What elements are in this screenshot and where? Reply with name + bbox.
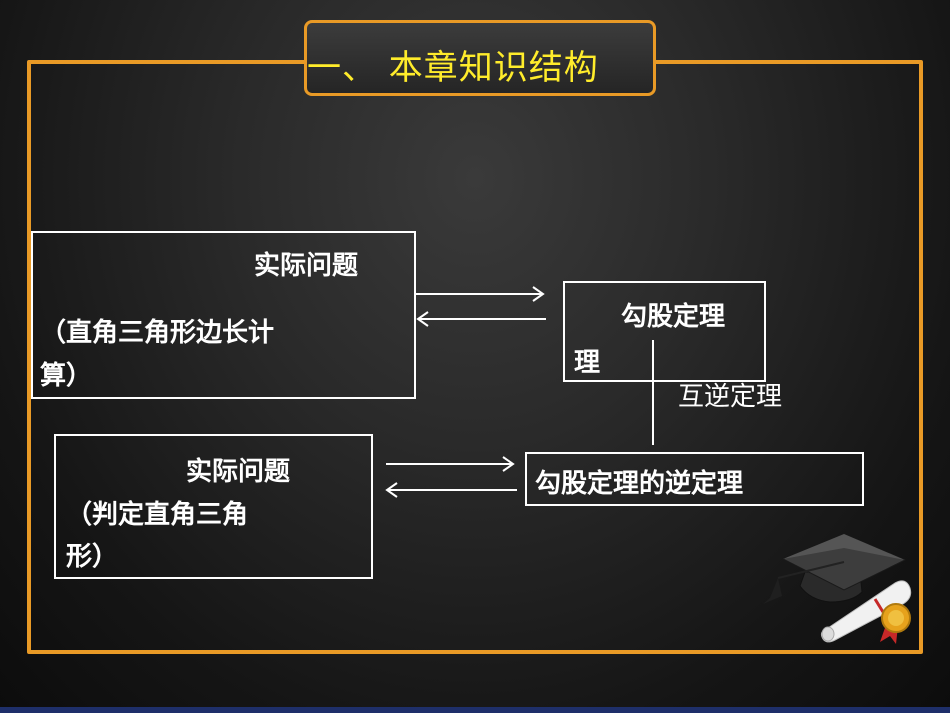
arrow-bottom-right-head [502,456,515,472]
practical-problem-calculation-desc-line2: 算） [40,361,93,391]
practical-problem-calculation-box [31,231,416,399]
arrow-top-right-head [532,286,545,302]
converse-theorem-label: 勾股定理的逆定理 [535,469,744,499]
mortarboard-cap [763,533,907,604]
converse-theorem-box [525,452,864,506]
practical-problem-determine-desc-line1: （判定直角三角 [66,500,249,530]
arrow-top-left-head [416,311,429,327]
practical-problem-determine-box [54,434,373,579]
arrow-bottom-left-head [385,482,398,498]
slide-title: 一、 本章知识结构 [307,48,599,88]
inverse-theorem-label: 互逆定理 [678,382,783,412]
pythagorean-theorem-label: 勾股定理 [621,302,726,332]
pythagorean-theorem-label-wrap: 理 [574,348,601,378]
practical-problem-determine-title: 实际问题 [186,457,291,487]
diploma-scroll [820,580,912,643]
title-box [304,20,656,96]
practical-problem-calculation-title: 实际问题 [254,251,359,281]
award-seal [880,603,911,644]
pythagorean-theorem-box [563,281,766,382]
slide-bottom-band [0,707,950,713]
practical-problem-determine-desc-line2: 形） [66,542,119,572]
practical-problem-calculation-desc-line1: （直角三角形边长计 [40,318,275,348]
